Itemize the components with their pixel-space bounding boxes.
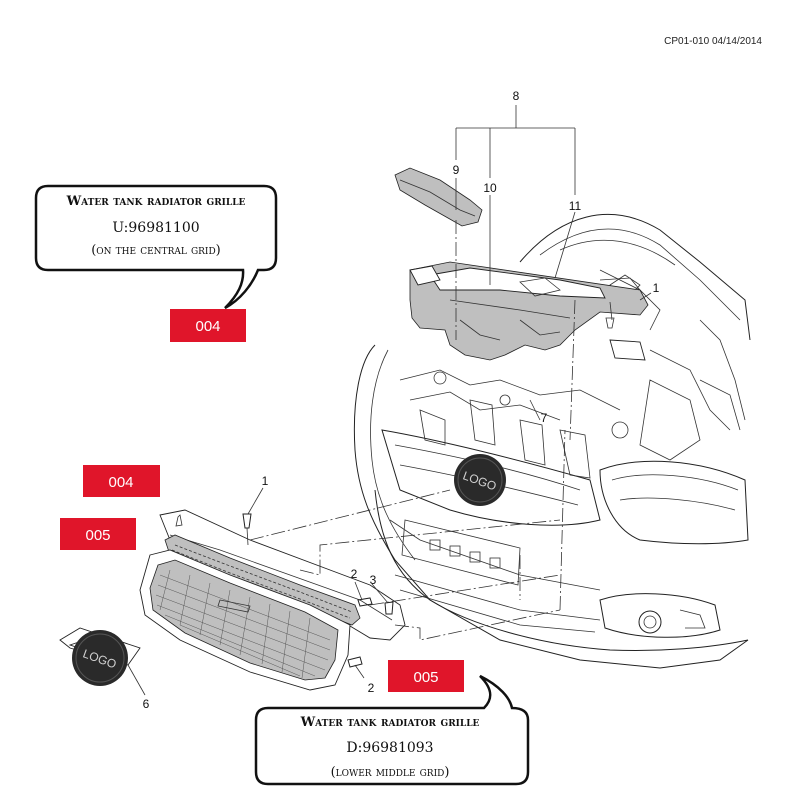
part-number-1-left: 1 — [262, 474, 269, 488]
leader-lines-8 — [455, 105, 615, 329]
part-number-10: 10 — [483, 181, 497, 195]
tag-005-left: 005 — [60, 518, 136, 550]
callout-upper: Water tank radiator grille U:96981100 (o… — [34, 184, 278, 310]
callout-upper-title: Water tank radiator grille — [66, 194, 246, 209]
part-number-2-lower: 2 — [368, 681, 375, 695]
part-9-seal — [394, 167, 483, 227]
tag-005-bottom-text: 005 — [413, 669, 438, 686]
callout-lower-note: (lower middle grid) — [331, 765, 450, 780]
tag-005-bottom: 005 — [388, 660, 464, 692]
lower-grille — [139, 549, 351, 691]
tag-005-left-text: 005 — [85, 527, 110, 544]
part-number-9: 9 — [453, 163, 460, 177]
callout-lower-title: Water tank radiator grille — [300, 715, 480, 730]
part-number-3: 3 — [370, 573, 377, 587]
callout-lower-code: D:96981093 — [346, 740, 433, 756]
upper-grille — [159, 509, 406, 641]
tag-004-top: 004 — [170, 309, 246, 342]
part-leaders — [127, 292, 652, 696]
part-number-11: 11 — [569, 199, 582, 213]
callout-upper-code: U:96981100 — [112, 220, 199, 236]
part-number-2-upper: 2 — [351, 567, 358, 581]
drawing-code: CP01-010 04/14/2014 — [664, 36, 762, 47]
logo-badge-emblem: LOGO — [72, 630, 128, 686]
radiator-support-cover — [409, 261, 649, 361]
logo-badge-car: LOGO — [454, 454, 506, 506]
honeycomb-texture — [155, 569, 331, 679]
tag-004-left-text: 004 — [108, 474, 133, 491]
callout-lower: Water tank radiator grille D:96981093 (l… — [254, 674, 530, 786]
part-number-1-top: 1 — [653, 281, 660, 295]
part-number-7: 7 — [541, 411, 548, 425]
part-number-8: 8 — [513, 89, 520, 103]
alignment-lines — [249, 220, 576, 641]
tag-004-left: 004 — [83, 465, 160, 497]
part-number-6: 6 — [143, 697, 150, 711]
callout-upper-note: (on the central grid) — [91, 243, 221, 258]
tag-004-top-text: 004 — [195, 318, 220, 335]
